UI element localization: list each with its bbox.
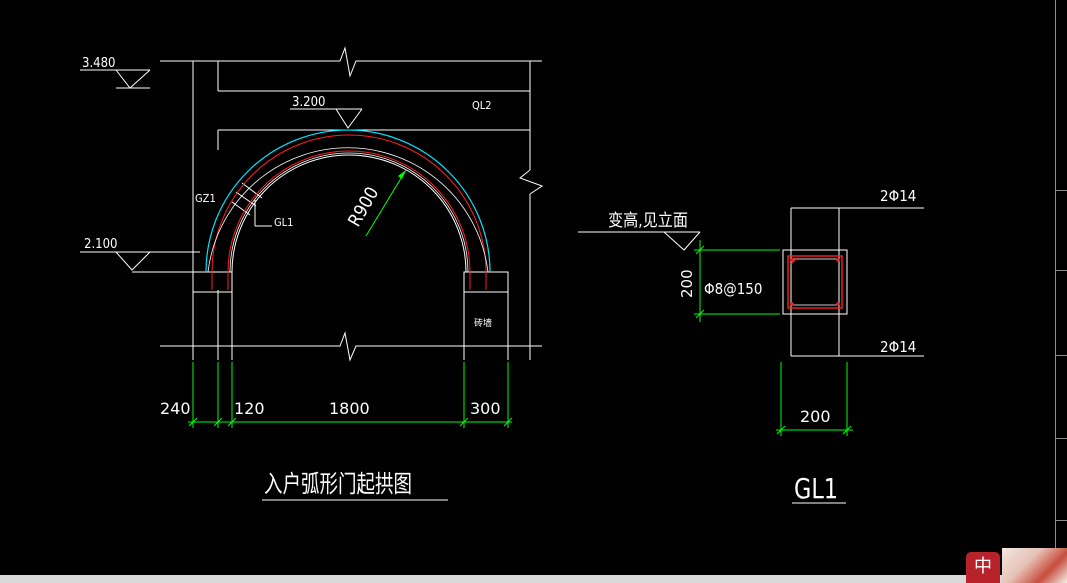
arch-rebar-outer — [211, 134, 487, 290]
elevation-marker-top — [80, 69, 151, 89]
dim-120: 120 — [234, 399, 265, 418]
stirrup-label: Φ8@150 — [704, 280, 762, 298]
radius-label: R900 — [344, 183, 383, 230]
section-width-dim: 200 — [800, 407, 831, 426]
section-title: GL1 — [794, 472, 838, 505]
elevation-label-spring: 2.100 — [84, 237, 117, 252]
status-strip — [0, 575, 1067, 583]
bottom-bars-label: 2Φ14 — [880, 338, 916, 356]
avatar-image[interactable] — [1002, 548, 1067, 583]
elevation-label-top: 3.480 — [82, 56, 115, 71]
column-label: GZ1 — [195, 192, 216, 205]
right-break-line — [518, 169, 544, 195]
arch-title: 入户弧形门起拱图 — [264, 470, 412, 498]
wall-note: 砖墙 — [474, 317, 492, 329]
elevation-marker-crown — [290, 108, 363, 129]
section-outline — [782, 249, 848, 315]
radius-leader: R900 — [344, 169, 407, 237]
arch-inner-outline — [231, 154, 467, 273]
dim-240: 240 — [160, 399, 191, 418]
arch-rebar-inner — [227, 150, 471, 290]
arch-rings — [205, 129, 491, 290]
rail-divider — [1056, 438, 1067, 439]
top-break-line — [160, 46, 542, 78]
bottom-break-line — [160, 331, 542, 362]
rail-divider — [1056, 355, 1067, 356]
lintel-label: GL1 — [274, 216, 293, 229]
arch-elevation — [160, 46, 544, 362]
section-dimension-horizontal — [776, 362, 853, 436]
section-note: 变高,见立面 — [608, 211, 688, 231]
rail-divider — [1056, 190, 1067, 191]
arch-dimension-line — [188, 362, 513, 428]
ime-indicator[interactable]: 中 — [966, 552, 1000, 583]
dim-1800: 1800 — [329, 399, 370, 418]
elevation-label-crown: 3.200 — [292, 95, 325, 110]
rail-divider — [1056, 270, 1067, 271]
elevation-marker-spring — [80, 251, 200, 273]
rail-divider — [1056, 520, 1067, 521]
dim-300: 300 — [470, 399, 501, 418]
right-toolbar-rail[interactable] — [1055, 0, 1067, 548]
section-dimension-vertical — [694, 240, 780, 322]
arch-outer-outline — [205, 129, 491, 273]
top-bars-label: 2Φ14 — [880, 187, 916, 205]
section-height-dim: 200 — [678, 269, 696, 298]
section-rebar — [787, 255, 843, 309]
beam-label: QL2 — [472, 99, 492, 112]
